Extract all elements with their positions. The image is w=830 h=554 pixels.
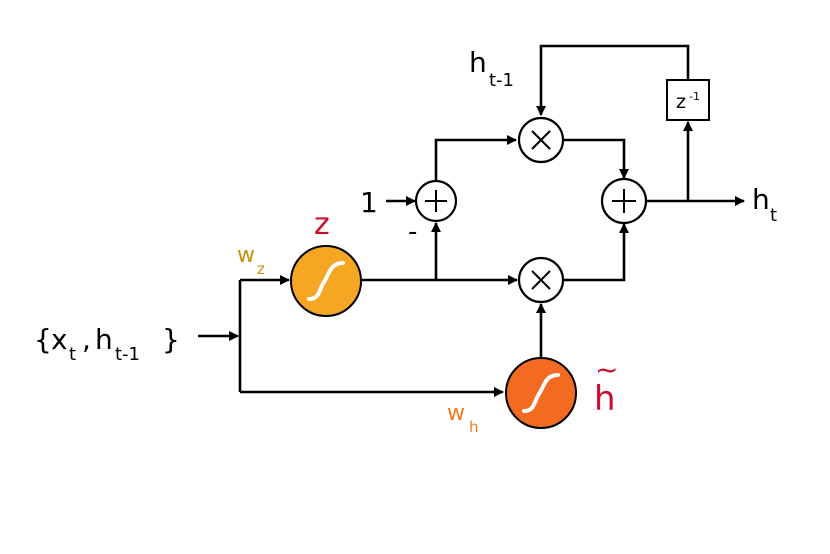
input-h-sub: t-1 bbox=[115, 344, 140, 365]
input-comma: , bbox=[82, 323, 91, 356]
wire-feedback bbox=[536, 44, 690, 119]
sum-node bbox=[600, 177, 648, 225]
sigmoid-candidate bbox=[505, 357, 577, 429]
input-brace-open: { bbox=[34, 323, 52, 356]
delay-z: z bbox=[676, 91, 686, 113]
delay-box bbox=[666, 79, 710, 121]
multiply-node-top bbox=[517, 116, 565, 164]
constant-one: 1 bbox=[360, 186, 378, 219]
output-h-label: h bbox=[752, 183, 770, 216]
candidate-tilde: ~ bbox=[595, 353, 618, 386]
output-h-sub: t bbox=[770, 205, 777, 226]
candidate-label: h bbox=[594, 379, 616, 419]
h-prev-label: h bbox=[469, 46, 487, 79]
minus-sign: - bbox=[408, 217, 417, 247]
input-x: x bbox=[51, 323, 68, 356]
weight-z-sub: z bbox=[257, 260, 265, 278]
input-brace-close: } bbox=[162, 323, 180, 356]
input-x-sub: t bbox=[69, 344, 76, 365]
sigmoid-icon bbox=[307, 261, 345, 301]
sigmoid-icon bbox=[522, 373, 560, 413]
sigmoid-gate-z bbox=[290, 245, 362, 317]
gate-z-label: z bbox=[314, 207, 330, 242]
input-h: h bbox=[95, 323, 113, 356]
h-prev-sub: t-1 bbox=[489, 70, 514, 91]
weight-z: w bbox=[237, 243, 255, 268]
plus-node-one-minus-z bbox=[414, 179, 458, 223]
weight-h: w bbox=[447, 401, 465, 426]
weight-h-sub: h bbox=[469, 418, 479, 436]
wire-bottom-mult-to-sum bbox=[564, 223, 629, 282]
multiply-node-bottom bbox=[517, 256, 565, 304]
wire-one-minus-z bbox=[434, 135, 517, 180]
delay-sup: -1 bbox=[689, 90, 700, 103]
wire-top-mult-to-sum bbox=[564, 138, 629, 179]
